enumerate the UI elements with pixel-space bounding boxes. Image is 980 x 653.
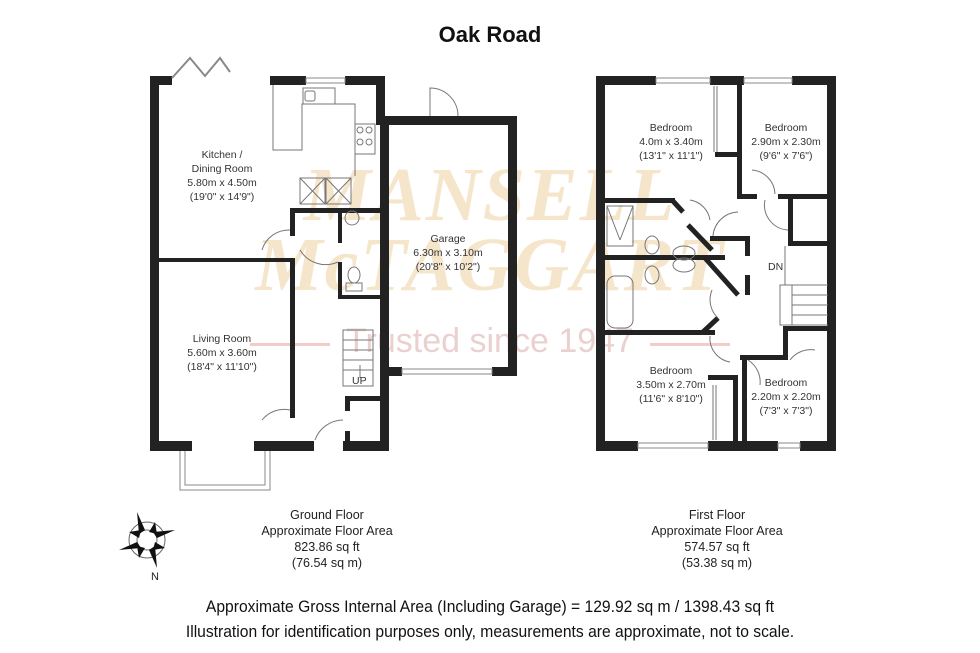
room-label-living-room: Living Room 5.60m x 3.60m (18'4" x 11'10… [187, 333, 257, 373]
kitchen-fittings [261, 85, 459, 441]
first-floor-caption: First Floor Approximate Floor Area 574.5… [651, 508, 783, 570]
compass-rose-icon [119, 512, 175, 568]
watermark-rule-right [650, 343, 730, 346]
ground-floor-caption: Ground Floor Approximate Floor Area 823.… [261, 508, 393, 570]
compass-north-label: N [151, 571, 159, 583]
first-floor-angled-walls [670, 198, 740, 334]
ground-floor-windows [171, 56, 493, 491]
stairs-up-label: UP [352, 375, 367, 387]
page-title: Oak Road [438, 22, 542, 47]
room-label-kitchen-dining: Kitchen / Dining Room 5.80m x 4.50m (19'… [187, 149, 257, 203]
ground-floor-walls [150, 76, 517, 451]
room-label-bedroom-1: Bedroom 4.0m x 3.40m (13'1" x 11'1") [639, 122, 703, 162]
footer-notes: Approximate Gross Internal Area (Includi… [39, 594, 941, 644]
room-label-bedroom-4: Bedroom 2.20m x 2.20m (7'3" x 7'3") [751, 377, 821, 417]
room-label-garage: Garage 6.30m x 3.10m (20'8" x 10'2") [413, 233, 483, 273]
disclaimer-note: Illustration for identification purposes… [185, 622, 795, 641]
stairs-down-label: DN [768, 261, 784, 273]
gross-area-note: Approximate Gross Internal Area (Includi… [205, 597, 775, 616]
room-label-bedroom-2: Bedroom 2.90m x 2.30m (9'6" x 7'6") [751, 122, 821, 162]
room-label-bedroom-3: Bedroom 3.50m x 2.70m (11'6" x 8'10") [636, 365, 706, 405]
first-floor-fittings [606, 86, 828, 440]
first-floor-windows [637, 77, 801, 449]
watermark-tagline: Trusted since 1947 [346, 322, 634, 360]
first-floor-walls [596, 76, 836, 451]
